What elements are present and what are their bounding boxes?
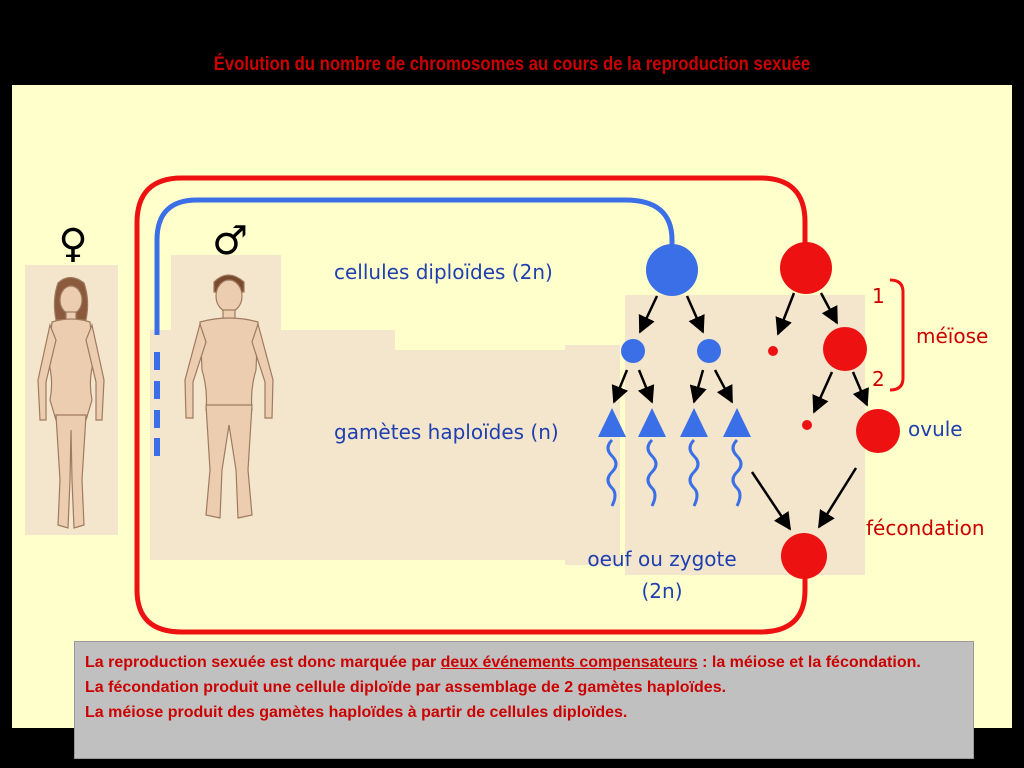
zygote-label: oeuf ou zygote [587, 547, 736, 571]
meiosis-step-1: 1 [872, 284, 885, 308]
meiosis-bracket [889, 278, 905, 392]
female-lineage [750, 242, 900, 579]
female-symbol-icon: ♀ [58, 221, 87, 267]
diploid-cells-label: cellules diploïdes (2n) [334, 260, 553, 284]
summary-line-3: La méiose produit des gamètes haploïdes … [85, 704, 628, 721]
ovule-label: ovule [908, 417, 963, 441]
reproduction-diagram: ♀ ♂ cellules diploïdes (2n) gamètes hapl… [25, 175, 988, 635]
male-loop-dashes [154, 352, 160, 456]
haploid-gametes-label: gamètes haploïdes (n) [334, 420, 559, 444]
summary-line-1: La reproduction sexuée est donc marquée … [85, 654, 921, 671]
meiosis-label: méïose [916, 324, 988, 348]
meiosis-step-2: 2 [872, 367, 885, 391]
male-cycle-loop [154, 197, 675, 335]
zygote-ploidy-label: (2n) [641, 579, 682, 603]
slide-title: Évolution du nombre de chromosomes au co… [213, 54, 811, 75]
male-lineage [611, 244, 734, 404]
man-figure [184, 274, 274, 519]
fertilization-label: fécondation [866, 516, 985, 540]
compensating-events-emphasis: deux événements compensateurs [440, 654, 698, 671]
summary-box: La reproduction sexuée est donc marquée … [74, 641, 974, 759]
sperm-cells [598, 408, 751, 507]
summary-line-2: La fécondation produit une cellule diplo… [85, 679, 727, 696]
female-cycle-loop [134, 175, 808, 635]
male-symbol-icon: ♂ [212, 218, 248, 264]
woman-figure [37, 276, 105, 529]
